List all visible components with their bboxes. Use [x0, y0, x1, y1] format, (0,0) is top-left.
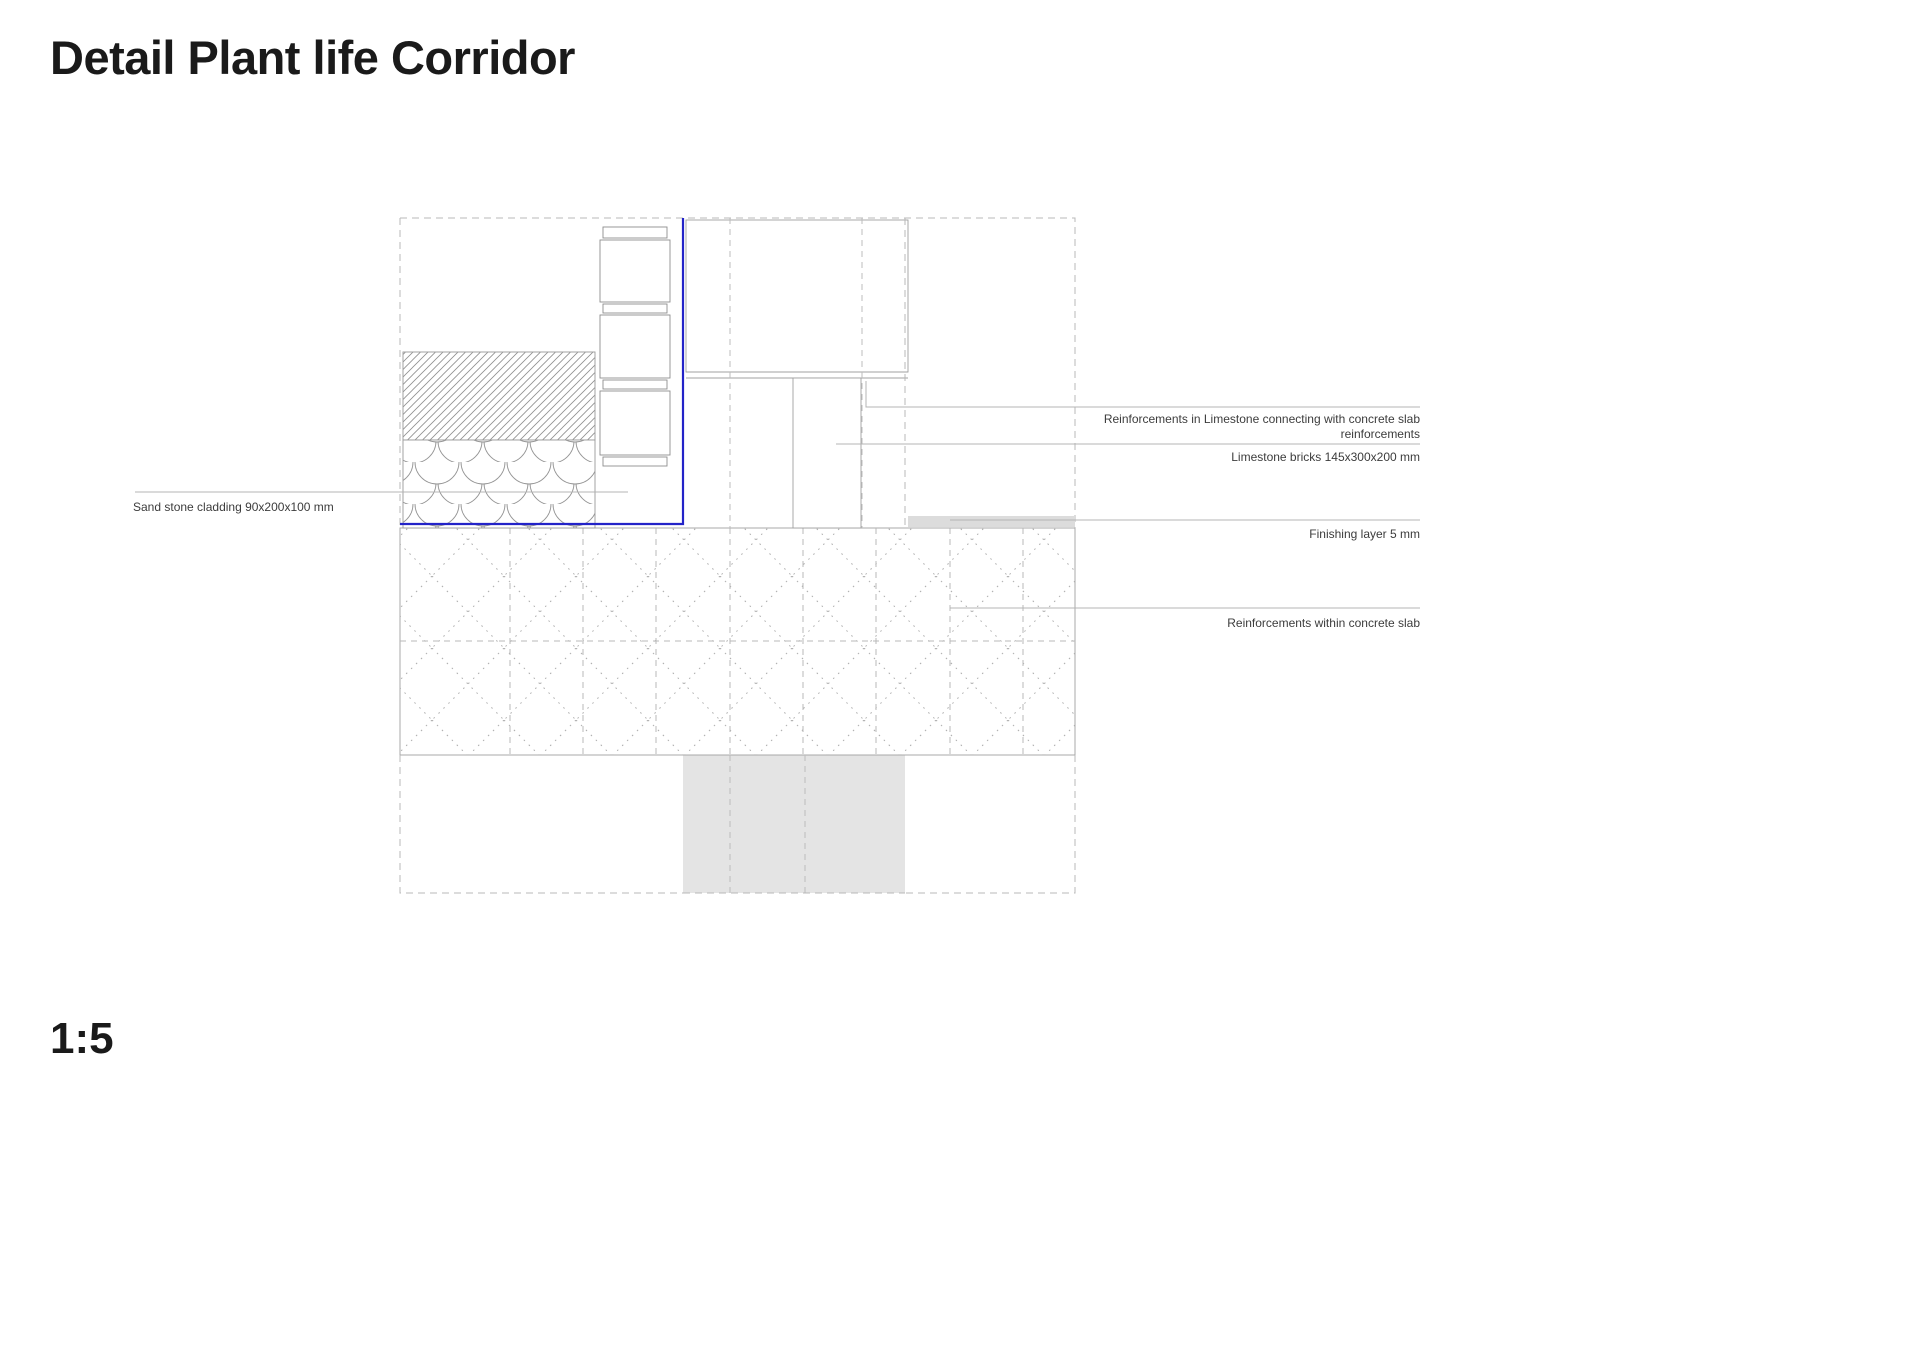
- dashed-boundaries: [399, 217, 1076, 894]
- leader-reinforcements-limestone: [865, 381, 1420, 408]
- concrete-slab: [399, 527, 1076, 756]
- label-sand-stone-cladding: Sand stone cladding 90x200x100 mm: [133, 500, 334, 514]
- finishing-layer-strip: [908, 516, 1075, 527]
- label-reinforcements-limestone: Reinforcements in Limestone connecting w…: [1103, 412, 1420, 441]
- page-title: Detail Plant life Corridor: [50, 31, 575, 84]
- slab-panel-joints: [400, 528, 1075, 755]
- limestone-rib: [792, 377, 862, 529]
- sandstone-hatch-region: [402, 351, 596, 441]
- leader-lines: [135, 381, 1420, 609]
- limestone-block-section: [685, 219, 909, 529]
- label-limestone-bricks: Limestone bricks 145x300x200 mm: [1231, 450, 1420, 464]
- label-finishing-layer: Finishing layer 5 mm: [1309, 527, 1420, 541]
- label-reinforcements-slab: Reinforcements within concrete slab: [1227, 616, 1420, 630]
- scale-text: 1:5: [50, 1014, 114, 1063]
- brick-column: [599, 226, 671, 467]
- insulation-scallop-region: [402, 439, 596, 529]
- support-column: [683, 755, 905, 893]
- blue-detail-outline: [400, 218, 685, 526]
- module-grid-lines: [729, 218, 863, 893]
